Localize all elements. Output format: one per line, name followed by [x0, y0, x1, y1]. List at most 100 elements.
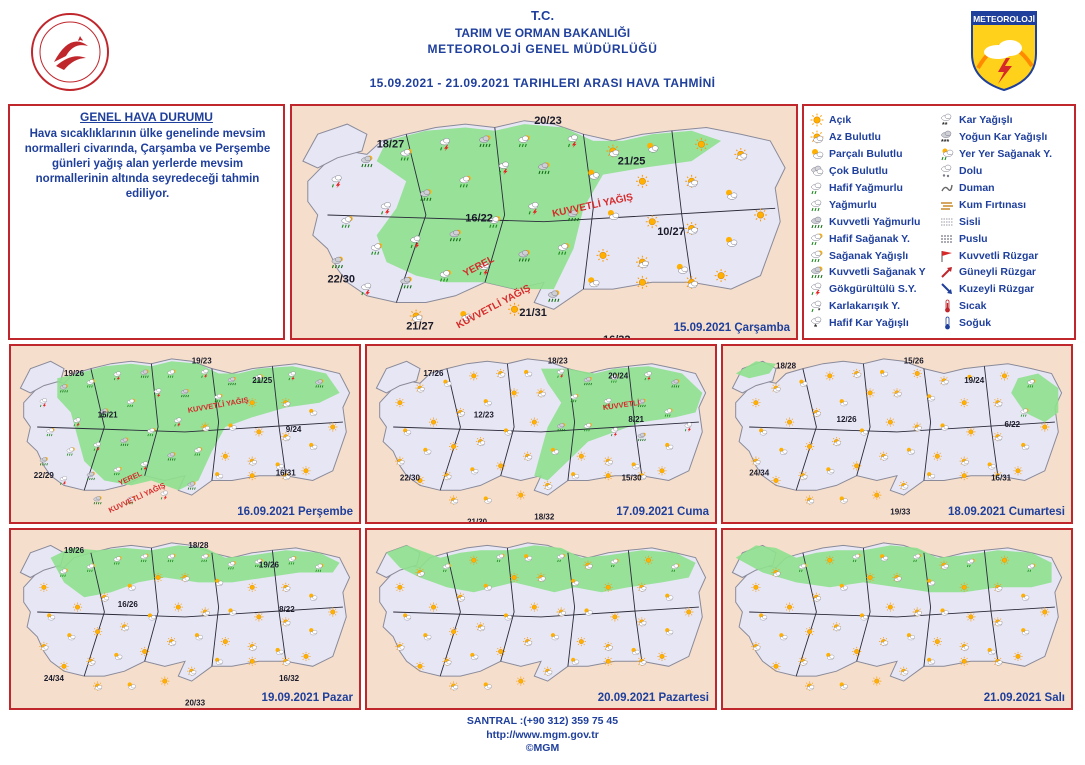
temperature-label: 21/30	[467, 517, 488, 522]
region-border	[749, 606, 1055, 618]
region-border	[627, 366, 643, 476]
forecast-date-label: 16.09.2021 Perşembe	[237, 506, 353, 518]
partly-cloudy-icon	[309, 442, 318, 450]
few-clouds-icon	[119, 622, 130, 632]
thunderstorm-icon	[811, 283, 822, 297]
partly-cloudy-icon	[880, 369, 889, 377]
partly-cloudy-icon	[826, 467, 835, 475]
shower-icon	[489, 216, 501, 228]
region-border	[856, 547, 871, 662]
sun-icon	[805, 441, 815, 452]
region-border	[395, 134, 427, 303]
shower-icon	[811, 250, 823, 262]
legend-item: Yağmurlu	[810, 196, 926, 213]
sun-icon	[932, 451, 942, 461]
few-clouds-icon	[939, 376, 949, 386]
temperature-label: 19/33	[890, 508, 911, 517]
temperature-label: 18/28	[188, 541, 209, 550]
thunderstorm-icon	[410, 235, 421, 249]
few-clouds-icon	[879, 451, 889, 461]
region-border	[393, 606, 699, 618]
few-clouds-icon	[771, 567, 781, 578]
light-snow-icon: *	[811, 316, 822, 330]
precipitation-area	[386, 545, 696, 593]
sun-icon	[784, 602, 795, 612]
sun-icon	[153, 572, 163, 583]
temperature-label: 21/25	[618, 156, 646, 168]
temperature-label: 24/34	[44, 674, 65, 683]
region-border	[327, 207, 776, 223]
few-clouds-icon	[442, 471, 452, 481]
few-clouds-icon	[603, 641, 613, 652]
general-weather-text: Hava sıcaklıklarının ülke genelinde mevs…	[24, 128, 271, 200]
legend-item-label: Hafif Sağanak Y.	[829, 232, 910, 245]
footer-website-link[interactable]: http://www.mgm.gov.tr	[486, 729, 599, 741]
sun-icon	[529, 417, 539, 427]
partly-cloudy-icon	[967, 374, 976, 382]
temperature-label: 22/30	[328, 273, 356, 285]
shower-icon	[113, 466, 122, 476]
region-border	[144, 363, 159, 476]
precipitation-area	[50, 545, 340, 598]
sun-icon	[173, 602, 183, 612]
thunderstorm-icon	[140, 461, 148, 471]
partly-cloudy-icon	[839, 399, 848, 407]
few-clouds-icon	[892, 388, 902, 398]
partly-cloudy-icon	[470, 467, 479, 475]
few-clouds-icon	[879, 637, 889, 647]
shower-icon	[201, 553, 210, 563]
temperature-label: 24/34	[749, 469, 770, 478]
legend-item: Açık	[810, 112, 926, 129]
partly-cloudy-icon	[403, 613, 412, 621]
sun-icon	[1013, 466, 1023, 476]
few-clouds-icon	[959, 456, 969, 466]
few-clouds-icon	[200, 422, 210, 432]
sun-icon	[576, 451, 586, 461]
sun-icon	[529, 602, 539, 612]
partly-cloudy-icon	[550, 447, 559, 455]
temperature-label: 22/29	[34, 471, 55, 480]
region-border	[671, 130, 693, 283]
sun-icon	[959, 656, 969, 666]
sun-icon	[596, 248, 610, 262]
legend-item-label: Soğuk	[959, 317, 992, 330]
few-clouds-icon	[475, 437, 486, 447]
header-period-title: 15.09.2021 - 21.09.2021 TARIHLERI ARASI …	[369, 76, 716, 90]
few-clouds-icon	[281, 617, 291, 627]
legend-item-label: Güneyli Rüzgar	[959, 266, 1037, 279]
svg-text:*: *	[818, 309, 821, 314]
few-clouds-icon	[939, 560, 949, 570]
sun-icon	[220, 451, 230, 461]
region-border	[393, 421, 699, 433]
precipitation-area	[376, 124, 722, 290]
sun-icon	[39, 582, 49, 592]
few-clouds-icon	[409, 309, 423, 323]
few-clouds-icon	[187, 666, 197, 676]
legend-item: Puslu	[940, 230, 1052, 247]
shower-icon	[66, 447, 75, 456]
legend-item: Duman	[940, 180, 1052, 197]
legend-item: Dolu	[940, 163, 1052, 180]
sun-icon	[328, 422, 338, 432]
thunderstorm-icon	[557, 369, 565, 379]
thunderstorm-icon	[528, 202, 539, 216]
legend-item-label: Kuvvetli Yağmurlu	[829, 215, 921, 228]
partly-cloudy-icon	[127, 583, 136, 591]
cold-icon	[945, 316, 950, 330]
partly-cloudy-icon	[483, 583, 492, 591]
sun-icon	[496, 461, 506, 471]
temperature-label: 16/31	[276, 469, 297, 478]
shower-icon	[557, 243, 570, 255]
light-shower-icon	[1027, 563, 1036, 573]
precipitation-area	[735, 545, 1052, 593]
sun-icon	[247, 471, 257, 481]
partly-cloudy-icon	[524, 369, 533, 377]
general-weather-panel: GENEL HAVA DURUMU Hava sıcaklıklarının ü…	[8, 104, 285, 340]
sun-icon	[220, 637, 230, 647]
few-clouds-icon	[899, 666, 909, 676]
partly-cloudy-icon	[423, 633, 432, 641]
